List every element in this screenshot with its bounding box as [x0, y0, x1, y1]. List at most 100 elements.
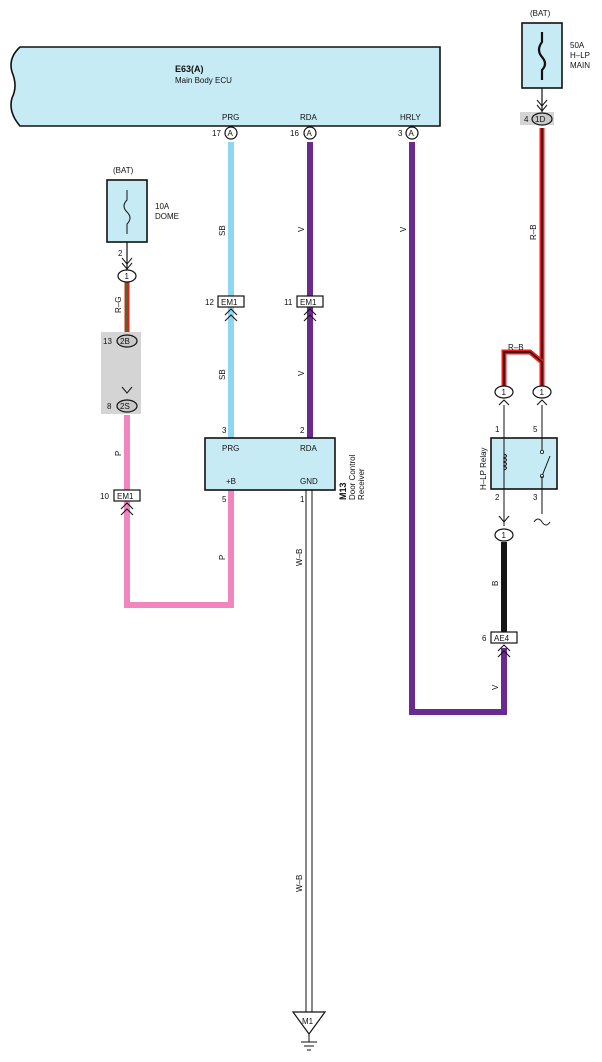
ecu-connector-label: A: [228, 129, 234, 138]
ecu-connector-label: A: [409, 129, 415, 138]
connector-2b-num: 13: [103, 337, 112, 346]
connector-ae4-num: 6: [482, 634, 487, 643]
receiver-name: Door Control: [348, 454, 357, 500]
wire-label-p: P: [218, 555, 227, 560]
connector-dome-label: 1: [125, 272, 130, 281]
receiver-pin-num: 2: [300, 426, 305, 435]
receiver-pin-gnd: GND: [300, 477, 318, 486]
wire-label-v: V: [297, 370, 306, 376]
ground-symbol: [291, 1011, 327, 1036]
chevron-down-icon: [121, 257, 133, 270]
chevron-down-icon: [121, 386, 133, 394]
relay-coil-icon: [502, 453, 507, 471]
ecu-pin-num: 3: [398, 129, 403, 138]
chevron-up-icon: [536, 399, 548, 406]
connector-relay-1: [494, 385, 514, 399]
dome-amp: 10A: [155, 202, 170, 211]
connector-em1-label: EM1: [117, 492, 134, 501]
fuse-icon: [123, 190, 131, 234]
connector-em1-label: EM1: [300, 298, 317, 307]
ecu-name: Main Body ECU: [175, 76, 232, 85]
connector-relay-label: 1: [502, 388, 507, 397]
connector-em1-v: [296, 295, 324, 308]
connector-2b: [116, 334, 138, 348]
ecu-box: [10, 46, 441, 127]
wire-label-p: P: [114, 451, 123, 456]
connector-2s-num: 8: [107, 402, 112, 411]
hlp-name: MAIN: [570, 61, 590, 70]
receiver-box: [204, 437, 336, 491]
ecu-pin-num: 17: [212, 129, 221, 138]
relay-pin-num: 1: [495, 425, 500, 434]
wire-label-v: V: [491, 684, 500, 690]
chevron-up-icon: [120, 502, 134, 516]
fuse-icon: [537, 32, 547, 80]
wire-label-v: V: [399, 226, 408, 232]
wire-label-rb: R–B: [529, 224, 538, 240]
wire-label-sb: SB: [218, 369, 227, 380]
connector-2s: [116, 399, 138, 413]
wire-label-sb: SB: [218, 225, 227, 236]
chevron-up-icon: [497, 644, 511, 658]
receiver-pin-num: 1: [300, 495, 305, 504]
connector-relay-label: 1: [540, 388, 545, 397]
wire-label-wb: W–B: [295, 875, 304, 892]
connector-em1-sb: [217, 295, 245, 308]
wire-continue-icon: [533, 518, 551, 526]
connector-1d-num: 4: [524, 115, 529, 124]
connector-em1-num: 12: [205, 298, 214, 307]
connector-dome: [117, 269, 137, 283]
ecu-pin-num: 16: [290, 129, 299, 138]
wire-label-v: V: [297, 226, 306, 232]
relay-pin-num: 2: [495, 493, 500, 502]
receiver-pin-num: 5: [222, 495, 227, 504]
ground-code: M1: [302, 1017, 314, 1026]
connector-ae4-label: AE4: [494, 634, 510, 643]
connector-2s-label: 2S: [120, 402, 130, 411]
ecu-pin-prg: PRG: [222, 113, 239, 122]
receiver-pin-prg: PRG: [222, 444, 239, 453]
hlp-source: (BAT): [530, 9, 551, 18]
connector-relay-2: [532, 385, 552, 399]
dome-name: DOME: [155, 212, 179, 221]
connector-1d-label: 1D: [535, 115, 545, 124]
chevron-down-icon: [536, 99, 548, 112]
receiver-pin-b: +B: [226, 477, 236, 486]
connector-em1-num: 10: [100, 492, 109, 501]
wire-label-wb: W–B: [295, 549, 304, 566]
relay-name: H–LP Relay: [479, 447, 488, 490]
hlp-amp: 50A: [570, 41, 585, 50]
ground-icon: [301, 1041, 317, 1051]
relay-pin-num: 3: [533, 493, 538, 502]
connector-ae4: [490, 631, 518, 644]
ecu-code: E63(A): [175, 64, 204, 74]
connector-relay-out: [494, 528, 514, 542]
connector-em1-num: 11: [284, 298, 293, 307]
chevron-up-icon: [224, 308, 238, 322]
ecu-pin-hrly: HRLY: [400, 113, 421, 122]
chevron-up-icon: [498, 399, 510, 406]
ecu-connector: [405, 126, 419, 140]
relay-box: [490, 437, 558, 490]
receiver-pin-rda: RDA: [300, 444, 318, 453]
connector-1d: [531, 112, 553, 126]
receiver-name: Receiver: [357, 468, 366, 500]
ecu-pin-rda: RDA: [300, 113, 318, 122]
hlp-name: H–LP: [570, 51, 590, 60]
wire-v-hrly: [409, 142, 507, 715]
connector-em1-label: EM1: [221, 298, 238, 307]
wire-label-b: B: [491, 581, 500, 586]
relay-pin-num: 5: [533, 425, 538, 434]
wire-label-rb: R–B: [508, 343, 524, 352]
relay-switch-icon: [541, 455, 551, 477]
receiver-code: M13: [338, 482, 348, 500]
chevron-up-icon: [303, 308, 317, 322]
receiver-pin-num: 3: [222, 426, 227, 435]
connector-relay-label: 1: [502, 531, 507, 540]
connector-2b-label: 2B: [120, 337, 130, 346]
ecu-connector: [303, 126, 317, 140]
wire-label-rg: R–G: [114, 297, 123, 313]
connector-em1-left: [113, 489, 141, 502]
ecu-connector: [224, 126, 238, 140]
